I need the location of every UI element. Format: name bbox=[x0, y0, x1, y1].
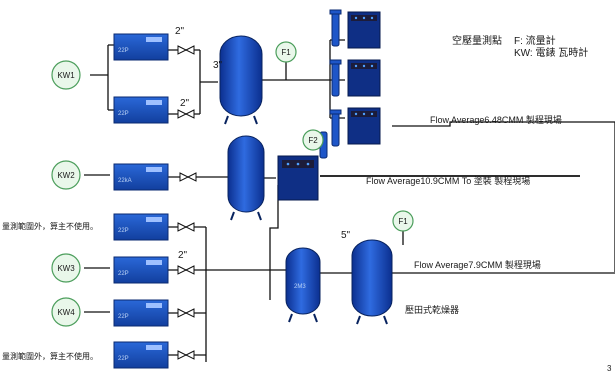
legend-kwmeter: KW: 電錶 瓦時計 bbox=[514, 46, 588, 59]
receiver-tank: 2M3 bbox=[285, 247, 321, 323]
dryer-label: 壓田式乾燥器 bbox=[405, 304, 459, 315]
pipe-size-label: 5" bbox=[341, 230, 351, 241]
tank-code: 2M3 bbox=[294, 284, 306, 290]
refrigerated-dryer bbox=[347, 59, 381, 97]
compressor-unit: 22P bbox=[113, 213, 169, 241]
compressor-unit: 22P bbox=[113, 96, 169, 124]
exclusion-note: 量測範圍外，算主不使用。 bbox=[2, 221, 98, 231]
compressor-unit: 22P bbox=[113, 256, 169, 284]
legend-flowmeter: F: 流量計 bbox=[514, 34, 556, 47]
receiver-tank bbox=[219, 35, 263, 125]
receiver-tank bbox=[351, 239, 393, 325]
legend-title: 空壓量測點 bbox=[452, 34, 502, 47]
flow-meter: F1 bbox=[392, 210, 414, 232]
page-number: 3 bbox=[607, 364, 612, 373]
refrigerated-dryer bbox=[347, 11, 381, 49]
compressor-unit: 22P bbox=[113, 341, 169, 369]
pipe-size-label: 2" bbox=[175, 26, 185, 37]
flow-meter: F1 bbox=[275, 41, 297, 63]
compressor-code: 22P bbox=[118, 271, 129, 277]
meter-label: F1 bbox=[281, 48, 291, 57]
flow-label: Flow Average10.9CMM To 塗裝 製程現場 bbox=[366, 175, 530, 186]
flow-label: Flow Average6.48CMM 製程現場 bbox=[430, 114, 562, 125]
kw-meter: KW3 bbox=[51, 253, 81, 283]
pipe-size-label: 2" bbox=[180, 98, 190, 109]
compressor-code: 22P bbox=[118, 228, 129, 234]
meter-label: F2 bbox=[308, 136, 318, 145]
compressor-unit: 22kA bbox=[113, 163, 169, 191]
compressor-code: 22P bbox=[118, 111, 129, 117]
filter-pair bbox=[319, 9, 342, 159]
receiver-tank bbox=[227, 135, 265, 221]
meter-label: F1 bbox=[398, 217, 408, 226]
pipe-size-label: 2" bbox=[178, 250, 188, 261]
exclusion-note: 量測範圍外，算主不使用。 bbox=[2, 351, 98, 361]
refrigerated-dryer bbox=[347, 107, 381, 145]
valves bbox=[177, 45, 197, 360]
pipe-size-label: 3" bbox=[213, 60, 223, 71]
kw-meter: KW1 bbox=[51, 60, 81, 90]
flow-meter: F2 bbox=[302, 129, 324, 151]
compressor-code: 22kA bbox=[118, 178, 132, 184]
meter-label: KW2 bbox=[57, 171, 75, 180]
refrigerated-dryer bbox=[277, 155, 319, 201]
compressor-code: 22P bbox=[118, 356, 129, 362]
compressor-code: 22P bbox=[118, 314, 129, 320]
compressor-code: 22P bbox=[118, 48, 129, 54]
meter-label: KW4 bbox=[57, 308, 75, 317]
compressor-unit: 22P bbox=[113, 33, 169, 61]
kw-meter: KW4 bbox=[51, 297, 81, 327]
meter-label: KW3 bbox=[57, 264, 75, 273]
kw-meter: KW2 bbox=[51, 160, 81, 190]
flow-label: Flow Average7.9CMM 製程現場 bbox=[414, 259, 541, 270]
compressor-unit: 22P bbox=[113, 299, 169, 327]
meter-label: KW1 bbox=[57, 71, 75, 80]
